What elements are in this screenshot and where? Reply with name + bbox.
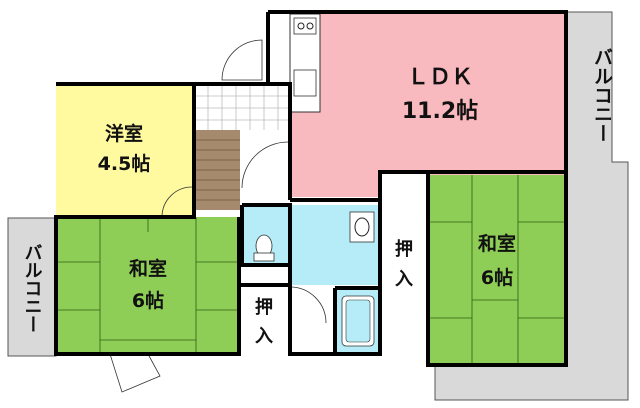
label-closet-center: 押 入 <box>395 238 413 290</box>
balcony-left-label: バルコニー <box>22 243 43 333</box>
closet-center-line2: 入 <box>395 269 413 290</box>
closet-lower-line1: 押 <box>255 296 273 318</box>
japanese-left-name: 和室 <box>129 257 167 280</box>
ldk-name: ＬＤＫ <box>407 65 473 90</box>
balcony-left-floor <box>7 217 57 357</box>
balcony-right-label: バルコニー <box>591 47 613 142</box>
japanese-right-size: 6帖 <box>481 266 513 289</box>
closet-center-floor <box>380 172 428 352</box>
balcony-left: バルコニー <box>7 217 57 357</box>
closet-lower-floor <box>240 285 288 355</box>
closet-center-line1: 押 <box>395 238 413 260</box>
walls <box>54 10 568 367</box>
label-closet-lower: 押 入 <box>255 296 273 347</box>
toilet-fixture <box>253 234 275 262</box>
japanese-right-name: 和室 <box>478 232 516 255</box>
ldk-size: 11.2帖 <box>402 99 478 124</box>
label-ldk: ＬＤＫ 11.2帖 <box>402 65 478 124</box>
closet-lower-line2: 入 <box>255 326 273 347</box>
japanese-left-size: 6帖 <box>132 289 164 312</box>
label-western: 洋室 4.5帖 <box>98 122 151 175</box>
washbasin-fixture <box>349 211 375 243</box>
japanese-room-left-floor <box>56 217 239 354</box>
hall-floor <box>290 288 335 354</box>
entrance-area <box>194 84 290 210</box>
western-size: 4.5帖 <box>98 152 151 175</box>
kitchen-counter <box>289 13 321 113</box>
label-japanese-left: 和室 6帖 <box>129 257 167 312</box>
western-name: 洋室 <box>105 122 143 145</box>
bathtub-fixture <box>341 295 375 347</box>
japanese-room-right-tatami <box>428 175 566 365</box>
door-swings <box>109 39 327 393</box>
japanese-room-right-floor <box>428 175 566 365</box>
western-room-floor <box>56 84 194 217</box>
label-japanese-right: 和室 6帖 <box>478 232 516 289</box>
balcony-right: バルコニー <box>434 11 629 401</box>
japanese-room-left-tatami <box>56 217 239 354</box>
ldk-floor <box>290 12 566 197</box>
